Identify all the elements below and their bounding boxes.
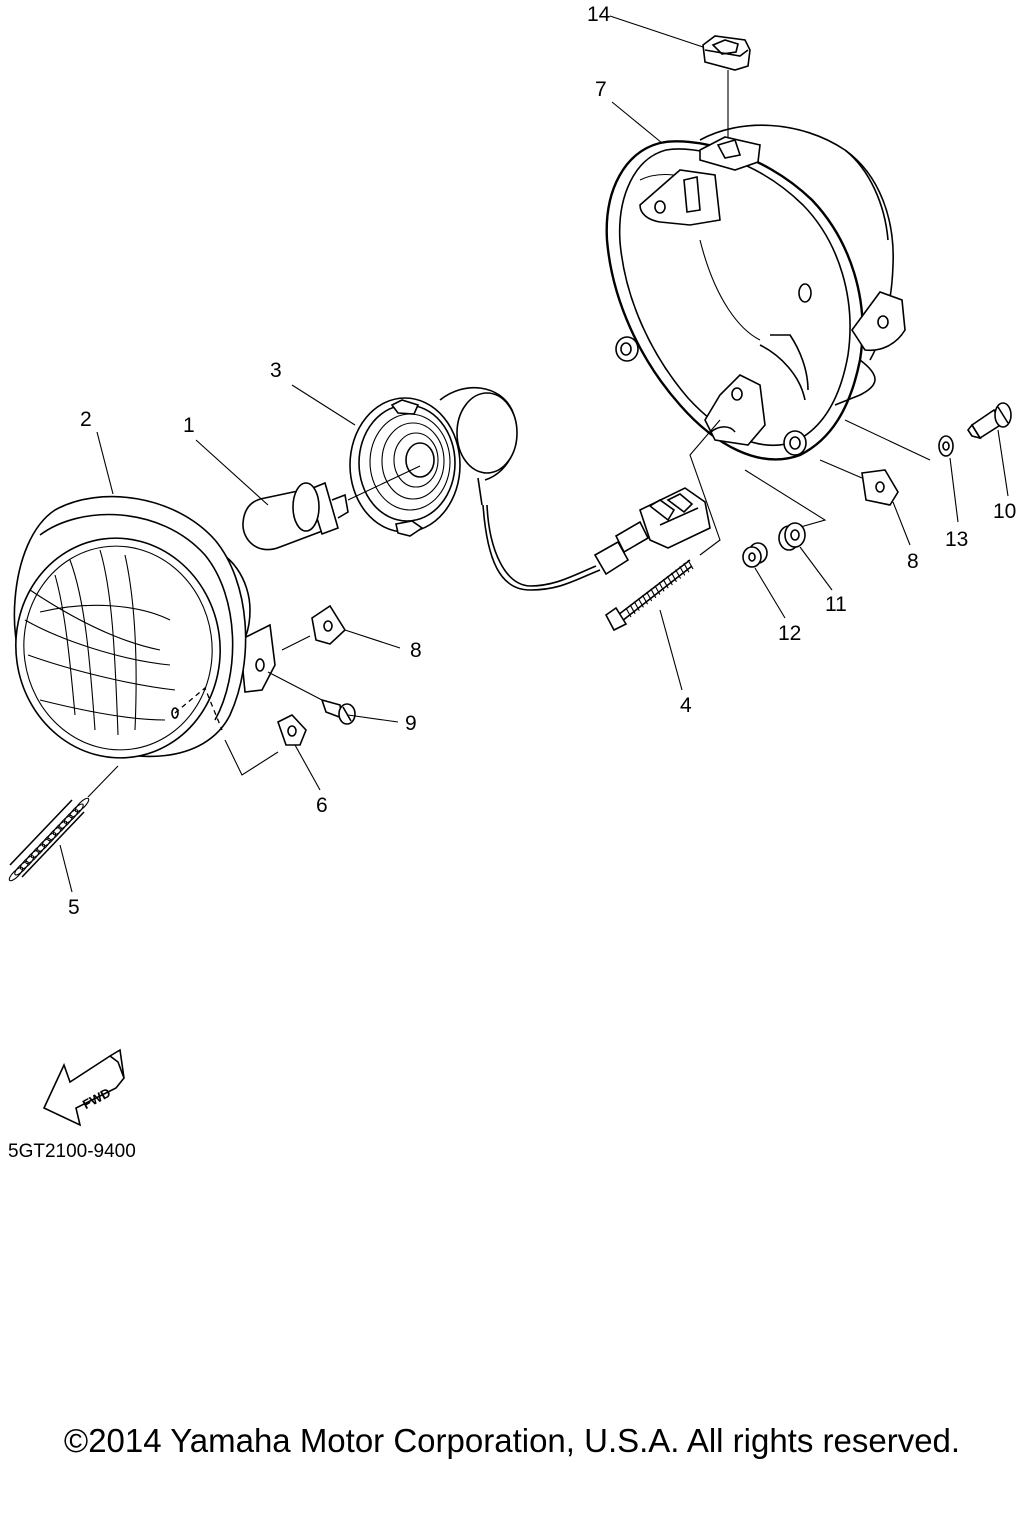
spring-coil — [69, 803, 84, 819]
headlight-housing — [605, 124, 906, 461]
part-label-10: 10 — [993, 500, 1016, 523]
spring-coil — [47, 826, 62, 842]
bulb-socket — [349, 386, 601, 591]
spring-coil — [52, 820, 68, 836]
spring-coil — [41, 832, 57, 847]
spring-coil — [36, 837, 51, 853]
headlight-lens — [13, 495, 276, 759]
screw-thread — [654, 585, 661, 595]
spring-coil — [8, 866, 24, 882]
screw-thread — [625, 607, 632, 618]
long-screw — [604, 419, 721, 632]
part-label-12: 12 — [778, 622, 801, 645]
screw-thread — [633, 601, 640, 611]
part-labels: 14 7 3 2 1 10 13 8 11 12 8 4 9 6 5 — [68, 3, 1016, 919]
screw-thread — [683, 562, 690, 573]
forward-arrow-icon: FWD — [42, 1048, 125, 1127]
adjusting-spring — [8, 765, 119, 882]
screw-thread — [666, 575, 673, 586]
screw-thread — [642, 594, 649, 605]
square-nut — [224, 714, 307, 776]
leader-lines — [59, 15, 1009, 893]
part-label-2: 2 — [80, 408, 92, 431]
screw-10 — [967, 402, 1012, 440]
spring-coil — [14, 860, 29, 876]
screw-9 — [267, 671, 356, 725]
part-label-3: 3 — [270, 359, 282, 382]
spring-coil — [25, 849, 40, 865]
spring-coil — [30, 843, 46, 859]
screw-thread — [670, 572, 677, 583]
headlight-bulb — [242, 465, 421, 551]
screw-thread — [679, 566, 686, 576]
part-label-14: 14 — [587, 3, 611, 26]
screw-thread — [675, 569, 682, 579]
spring-coil — [58, 814, 73, 830]
grommet — [778, 522, 806, 551]
screw-thread — [662, 578, 669, 589]
part-label-1: 1 — [183, 414, 195, 437]
wire-connector — [593, 487, 711, 576]
screw-thread — [637, 598, 644, 608]
spring-coil — [63, 809, 79, 824]
screw-thread — [687, 559, 694, 570]
part-label-11: 11 — [825, 593, 847, 616]
rubber-cap — [702, 35, 751, 138]
part-label-8-right: 8 — [907, 550, 919, 573]
part-label-6: 6 — [316, 794, 328, 817]
part-label-7: 7 — [595, 78, 607, 101]
copyright-notice: ©2014 Yamaha Motor Corporation, U.S.A. A… — [63, 1422, 961, 1459]
part-label-13: 13 — [945, 528, 968, 551]
washer — [844, 419, 954, 461]
screw-thread — [646, 591, 653, 602]
nut-clip-right — [744, 459, 899, 531]
screw-thread — [658, 582, 665, 592]
diagram-reference-code: 5GT2100-9400 — [8, 1141, 136, 1162]
part-label-8-left: 8 — [410, 639, 422, 662]
part-label-9: 9 — [405, 712, 417, 735]
part-label-4: 4 — [680, 694, 692, 717]
collar — [742, 542, 768, 568]
nut-clip-left — [281, 604, 347, 651]
spring-coil — [74, 797, 90, 813]
spring-coil — [19, 855, 35, 870]
screw-thread — [650, 588, 657, 599]
part-label-5: 5 — [68, 896, 80, 919]
screw-thread — [629, 604, 636, 615]
